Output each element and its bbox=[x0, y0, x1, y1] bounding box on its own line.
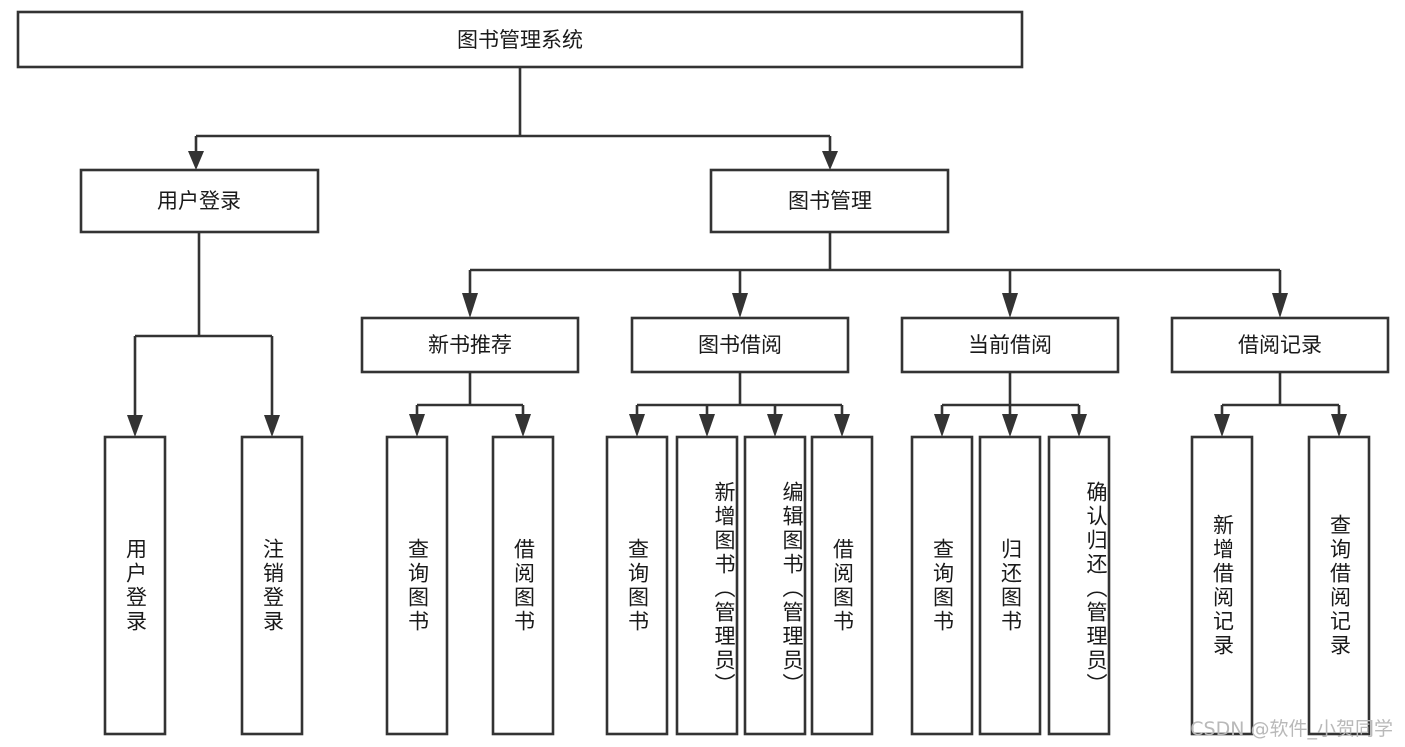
arrow-icon bbox=[515, 414, 531, 437]
arrow-icon bbox=[934, 414, 950, 437]
node-user-login[interactable] bbox=[79, 168, 320, 234]
node-borrow-record-label: 借阅记录 bbox=[1238, 333, 1322, 357]
leaf-box-borrow-book-1[interactable] bbox=[491, 435, 555, 736]
arrow-icon bbox=[409, 414, 425, 437]
leaf-box-query-book-2[interactable] bbox=[605, 435, 669, 736]
node-user-login-label: 用户登录 bbox=[157, 189, 241, 213]
arrow-icon bbox=[1331, 414, 1347, 437]
arrow-icon bbox=[629, 414, 645, 437]
connector-borrowrecord-to-leaves bbox=[1214, 372, 1347, 437]
leaf-box-borrow-book-2[interactable] bbox=[810, 435, 874, 736]
arrow-icon bbox=[699, 414, 715, 437]
connector-bookborrow-to-leaves bbox=[629, 372, 850, 437]
leaf-box-add-book[interactable] bbox=[675, 435, 739, 736]
connector-userlogin-to-leaves bbox=[127, 232, 280, 437]
node-borrow-record[interactable] bbox=[1170, 316, 1390, 374]
node-new-book-recommend[interactable] bbox=[360, 316, 580, 374]
arrow-icon bbox=[732, 293, 748, 318]
arrow-icon bbox=[767, 414, 783, 437]
leaf-box-query-record[interactable] bbox=[1307, 435, 1371, 736]
node-book-manage[interactable] bbox=[709, 168, 950, 234]
arrow-icon bbox=[834, 414, 850, 437]
arrow-icon bbox=[1002, 414, 1018, 437]
connector-root-to-level2 bbox=[188, 67, 838, 170]
arrow-icon bbox=[127, 415, 143, 437]
arrow-icon bbox=[1214, 414, 1230, 437]
connector-bookmanage-to-level3 bbox=[462, 232, 1288, 318]
arrow-icon bbox=[1071, 414, 1087, 437]
node-book-borrow-label: 图书借阅 bbox=[698, 333, 782, 357]
connector-newbook-to-leaves bbox=[409, 372, 531, 437]
arrow-icon bbox=[462, 293, 478, 318]
leaf-box-query-book-1[interactable] bbox=[385, 435, 449, 736]
node-book-manage-label: 图书管理 bbox=[788, 189, 872, 213]
leaf-box-return-book[interactable] bbox=[978, 435, 1042, 736]
arrow-icon bbox=[188, 151, 204, 170]
arrow-icon bbox=[1002, 293, 1018, 318]
node-current-borrow-label: 当前借阅 bbox=[968, 333, 1052, 357]
arrow-icon bbox=[264, 415, 280, 437]
leaf-box-add-record[interactable] bbox=[1190, 435, 1254, 736]
leaf-box-query-book-3[interactable] bbox=[910, 435, 974, 736]
watermark: CSDN @软件_小贺同学 bbox=[1190, 718, 1393, 740]
leaf-box-user-login[interactable] bbox=[103, 435, 167, 736]
node-new-book-recommend-label: 新书推荐 bbox=[428, 333, 512, 357]
node-current-borrow[interactable] bbox=[900, 316, 1120, 374]
leaf-box-edit-book[interactable] bbox=[743, 435, 807, 736]
node-root-label: 图书管理系统 bbox=[457, 28, 583, 52]
node-book-borrow[interactable] bbox=[630, 316, 850, 374]
arrow-icon bbox=[822, 151, 838, 170]
node-root[interactable] bbox=[16, 10, 1024, 69]
leaf-box-logout-login[interactable] bbox=[240, 435, 304, 736]
connector-currentborrow-to-leaves bbox=[934, 372, 1087, 437]
leaf-box-confirm-return[interactable] bbox=[1047, 435, 1111, 736]
arrow-icon bbox=[1272, 293, 1288, 318]
